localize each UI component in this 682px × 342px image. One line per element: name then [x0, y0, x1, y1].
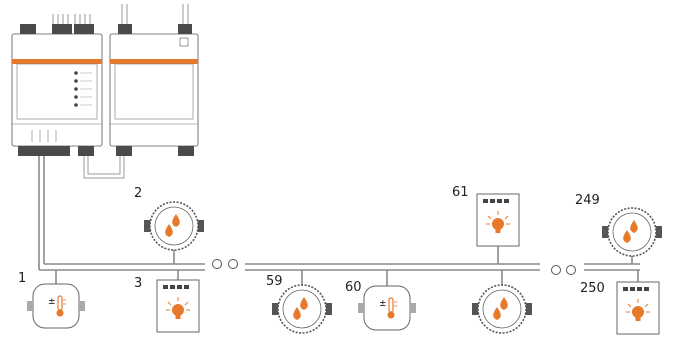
continuation-icon: [551, 265, 576, 275]
device-label-249: 249: [575, 193, 600, 208]
light-panel-icon: [616, 281, 660, 335]
thermostat-icon: [357, 285, 417, 331]
controller-status-leds: [74, 71, 92, 107]
continuation-icon: [212, 259, 238, 269]
fuse-icon: [179, 37, 189, 47]
controller-bottom-terminals: [18, 130, 94, 156]
controller-module: [11, 14, 103, 156]
power-supply-accent-band: [110, 59, 198, 64]
water-meter-icon: [143, 201, 205, 251]
power-supply-module: [109, 4, 199, 156]
device-label-1: 1: [18, 271, 26, 286]
device-label-59: 59: [266, 274, 283, 289]
water-meter-icon: [471, 284, 533, 334]
module-interconnect: [83, 156, 125, 179]
bus-lines: [38, 156, 640, 286]
device-label-61: 61: [452, 185, 469, 200]
controller-accent-band: [12, 59, 102, 64]
light-panel-icon: [156, 279, 200, 333]
thermostat-icon: [26, 283, 86, 329]
device-label-2: 2: [134, 186, 142, 201]
device-label-60: 60: [345, 280, 362, 295]
device-label-250: 250: [580, 281, 605, 296]
water-meter-icon: [271, 284, 333, 334]
controller-top-terminals: [20, 14, 94, 34]
water-meter-icon: [601, 207, 663, 257]
device-label-3: 3: [134, 276, 142, 291]
light-panel-icon: [476, 193, 520, 247]
